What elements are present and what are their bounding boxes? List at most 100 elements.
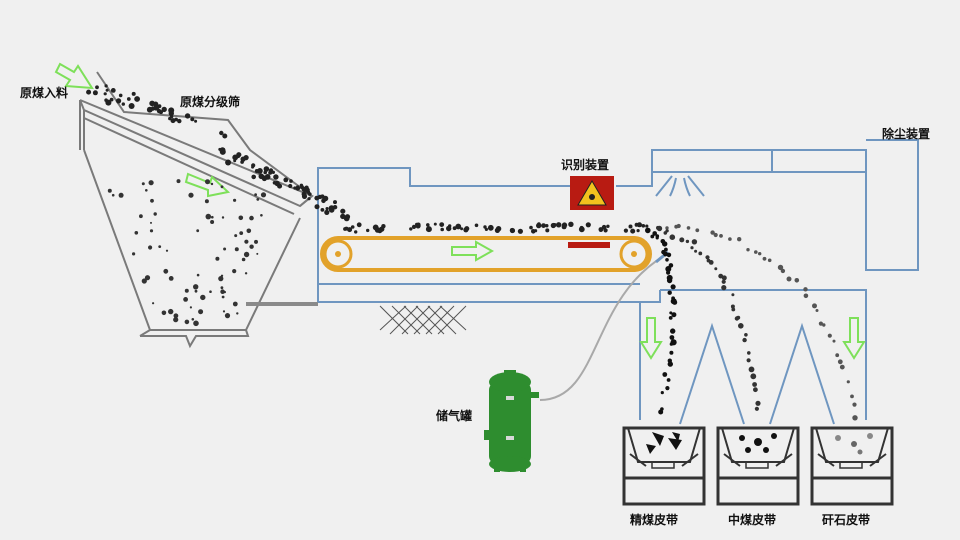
coal-particle (541, 223, 546, 229)
coal-particle (585, 222, 591, 228)
coal-particle (132, 252, 136, 256)
coal-particle (234, 247, 239, 252)
coal-particle (139, 214, 143, 219)
coal-particle (301, 187, 306, 192)
coal-particle (222, 310, 226, 313)
coal-particle (737, 237, 742, 242)
flow-arrow-chute-left (639, 317, 663, 360)
conveyor-belt (320, 236, 652, 272)
coal-particle (288, 183, 293, 189)
coal-particle (260, 192, 267, 198)
coal-particle (191, 318, 195, 321)
coal-particle (440, 227, 445, 232)
coal-particle (220, 274, 224, 277)
coal-particle (152, 302, 155, 305)
coal-particle (734, 316, 740, 321)
coal-particle (669, 335, 675, 340)
coal-particle (258, 173, 265, 180)
coal-particle (173, 317, 179, 323)
coal-particle (645, 227, 651, 234)
coal-particle (149, 229, 154, 233)
coal-particle (240, 160, 244, 164)
coal-particle (731, 307, 736, 312)
coal-particle (754, 250, 758, 254)
coal-particle (205, 179, 210, 185)
diagram-labels: 原煤入料 原煤分级筛 识别装置 除尘装置 储气罐 精煤皮带 中煤皮带 矸石皮带 (20, 85, 930, 527)
coal-particle (221, 295, 225, 299)
coal-particle (210, 182, 214, 186)
coal-particle (110, 88, 116, 93)
coal-particle (264, 168, 268, 172)
coal-particle (184, 319, 190, 325)
bin-clean-coal (622, 426, 706, 506)
coal-particle (439, 222, 445, 228)
coal-particle (665, 266, 672, 272)
coal-particle (308, 192, 312, 196)
coal-particle (827, 333, 832, 338)
coal-particle (545, 224, 549, 228)
coal-particle (356, 222, 362, 228)
coal-particle (148, 245, 153, 250)
coal-particle (131, 91, 136, 96)
coal-particle (272, 181, 277, 185)
coal-particle (128, 103, 135, 109)
coal-particle (835, 353, 840, 358)
coal-particle (168, 107, 175, 114)
coal-particle (672, 299, 678, 305)
coal-particle (652, 231, 657, 236)
coal-particle (283, 177, 289, 183)
coal-particle (730, 304, 735, 309)
coal-particle (483, 225, 487, 229)
coal-particle (832, 339, 836, 343)
coal-particle (205, 213, 212, 220)
coal-particle (118, 192, 124, 198)
coal-particle (198, 309, 204, 315)
flow-arrow-belt (451, 240, 495, 262)
coal-particle (670, 284, 676, 290)
coal-particle (150, 221, 152, 224)
label-dust-removal: 除尘装置 (882, 126, 930, 141)
coal-particle (650, 234, 655, 239)
coal-particle (144, 275, 151, 281)
coal-particle (803, 293, 809, 299)
coal-particle (669, 234, 676, 240)
coal-particle (676, 223, 681, 229)
coal-particle (165, 249, 169, 252)
coal-particle (344, 214, 351, 220)
bin-gangue (810, 426, 894, 506)
coal-particle (141, 278, 147, 284)
coal-particle (705, 255, 710, 260)
coal-particle (257, 168, 263, 174)
coal-particle (169, 114, 174, 119)
coal-particle (695, 228, 700, 233)
coal-particle (241, 257, 246, 262)
coal-particle (150, 198, 154, 203)
coal-particle (839, 364, 845, 370)
coal-particle (754, 406, 760, 411)
coal-particle (812, 303, 817, 309)
coal-particle (324, 209, 330, 215)
coal-particle (752, 382, 757, 387)
label-recognition-device: 识别装置 (561, 157, 609, 172)
coal-particle (685, 239, 690, 244)
coal-particle (746, 248, 750, 252)
coal-particle (243, 251, 250, 258)
coal-particle (107, 188, 112, 193)
coal-particle (656, 225, 663, 232)
coal-particle (606, 224, 610, 228)
label-air-tank: 储气罐 (436, 408, 472, 423)
coal-particle (556, 222, 562, 228)
coal-particle (767, 258, 772, 263)
coal-particle (666, 252, 672, 258)
coal-particle (170, 118, 176, 124)
coal-particle (232, 301, 238, 307)
coal-particle (460, 227, 464, 231)
coal-particle (148, 180, 154, 186)
coal-particle (190, 117, 195, 122)
coal-particle (777, 264, 784, 271)
coal-particle (663, 253, 668, 257)
coal-particle (628, 224, 633, 229)
coal-particle (487, 224, 494, 231)
coal-particle (750, 373, 757, 380)
coal-particle (655, 236, 659, 240)
